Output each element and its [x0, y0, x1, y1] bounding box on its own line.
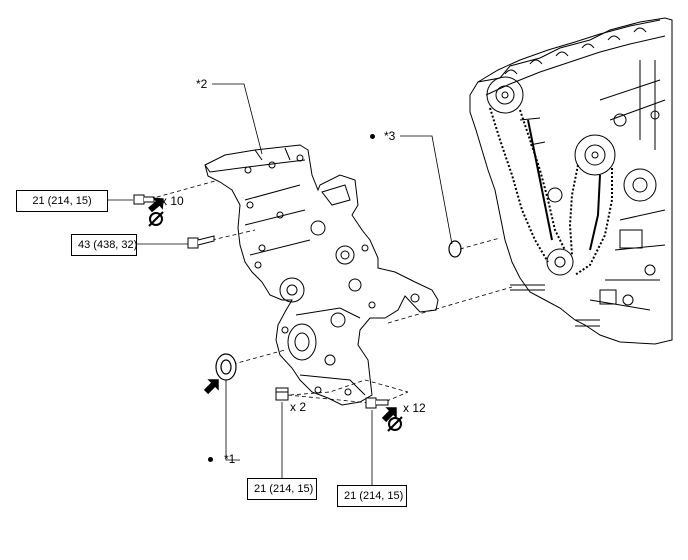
quantity-bolts-bottom: x 12 [403, 401, 426, 415]
callout-part-2: *2 [196, 77, 208, 91]
apply-arrow-icon [203, 379, 219, 395]
bolt-top [133, 194, 155, 205]
torque-spec-bottom-bolt: 21 (214, 15) [337, 485, 407, 507]
nut-bottom [275, 387, 289, 401]
alignment-lines [149, 180, 513, 405]
torque-spec-bottom-nut: 21 (214, 15) [247, 478, 317, 500]
callout-part-3: *3 [384, 129, 396, 143]
torque-spec-stud-bolt: 43 (438, 32) [71, 234, 137, 256]
torque-spec-top-bolt: 21 (214, 15) [16, 190, 108, 212]
bolt-bottom [365, 397, 389, 409]
apply-arrow-icon [381, 407, 397, 423]
timing-chain-cover [204, 144, 439, 406]
do-not-reuse-icon [387, 416, 403, 432]
engine-block [469, 17, 673, 345]
o-ring [448, 240, 462, 258]
stud-bolt [187, 235, 215, 249]
do-not-reuse-icon [148, 211, 164, 227]
apply-arrow-icon [148, 197, 164, 213]
quantity-bolts-top: x 10 [161, 194, 184, 208]
quantity-nuts-bottom: x 2 [290, 400, 307, 414]
leader-lines [108, 83, 453, 485]
marker-dot-part-1 [208, 457, 213, 462]
oil-seal [215, 353, 237, 381]
callout-part-1: *1 [224, 452, 236, 466]
marker-dot-part-3 [370, 134, 375, 139]
